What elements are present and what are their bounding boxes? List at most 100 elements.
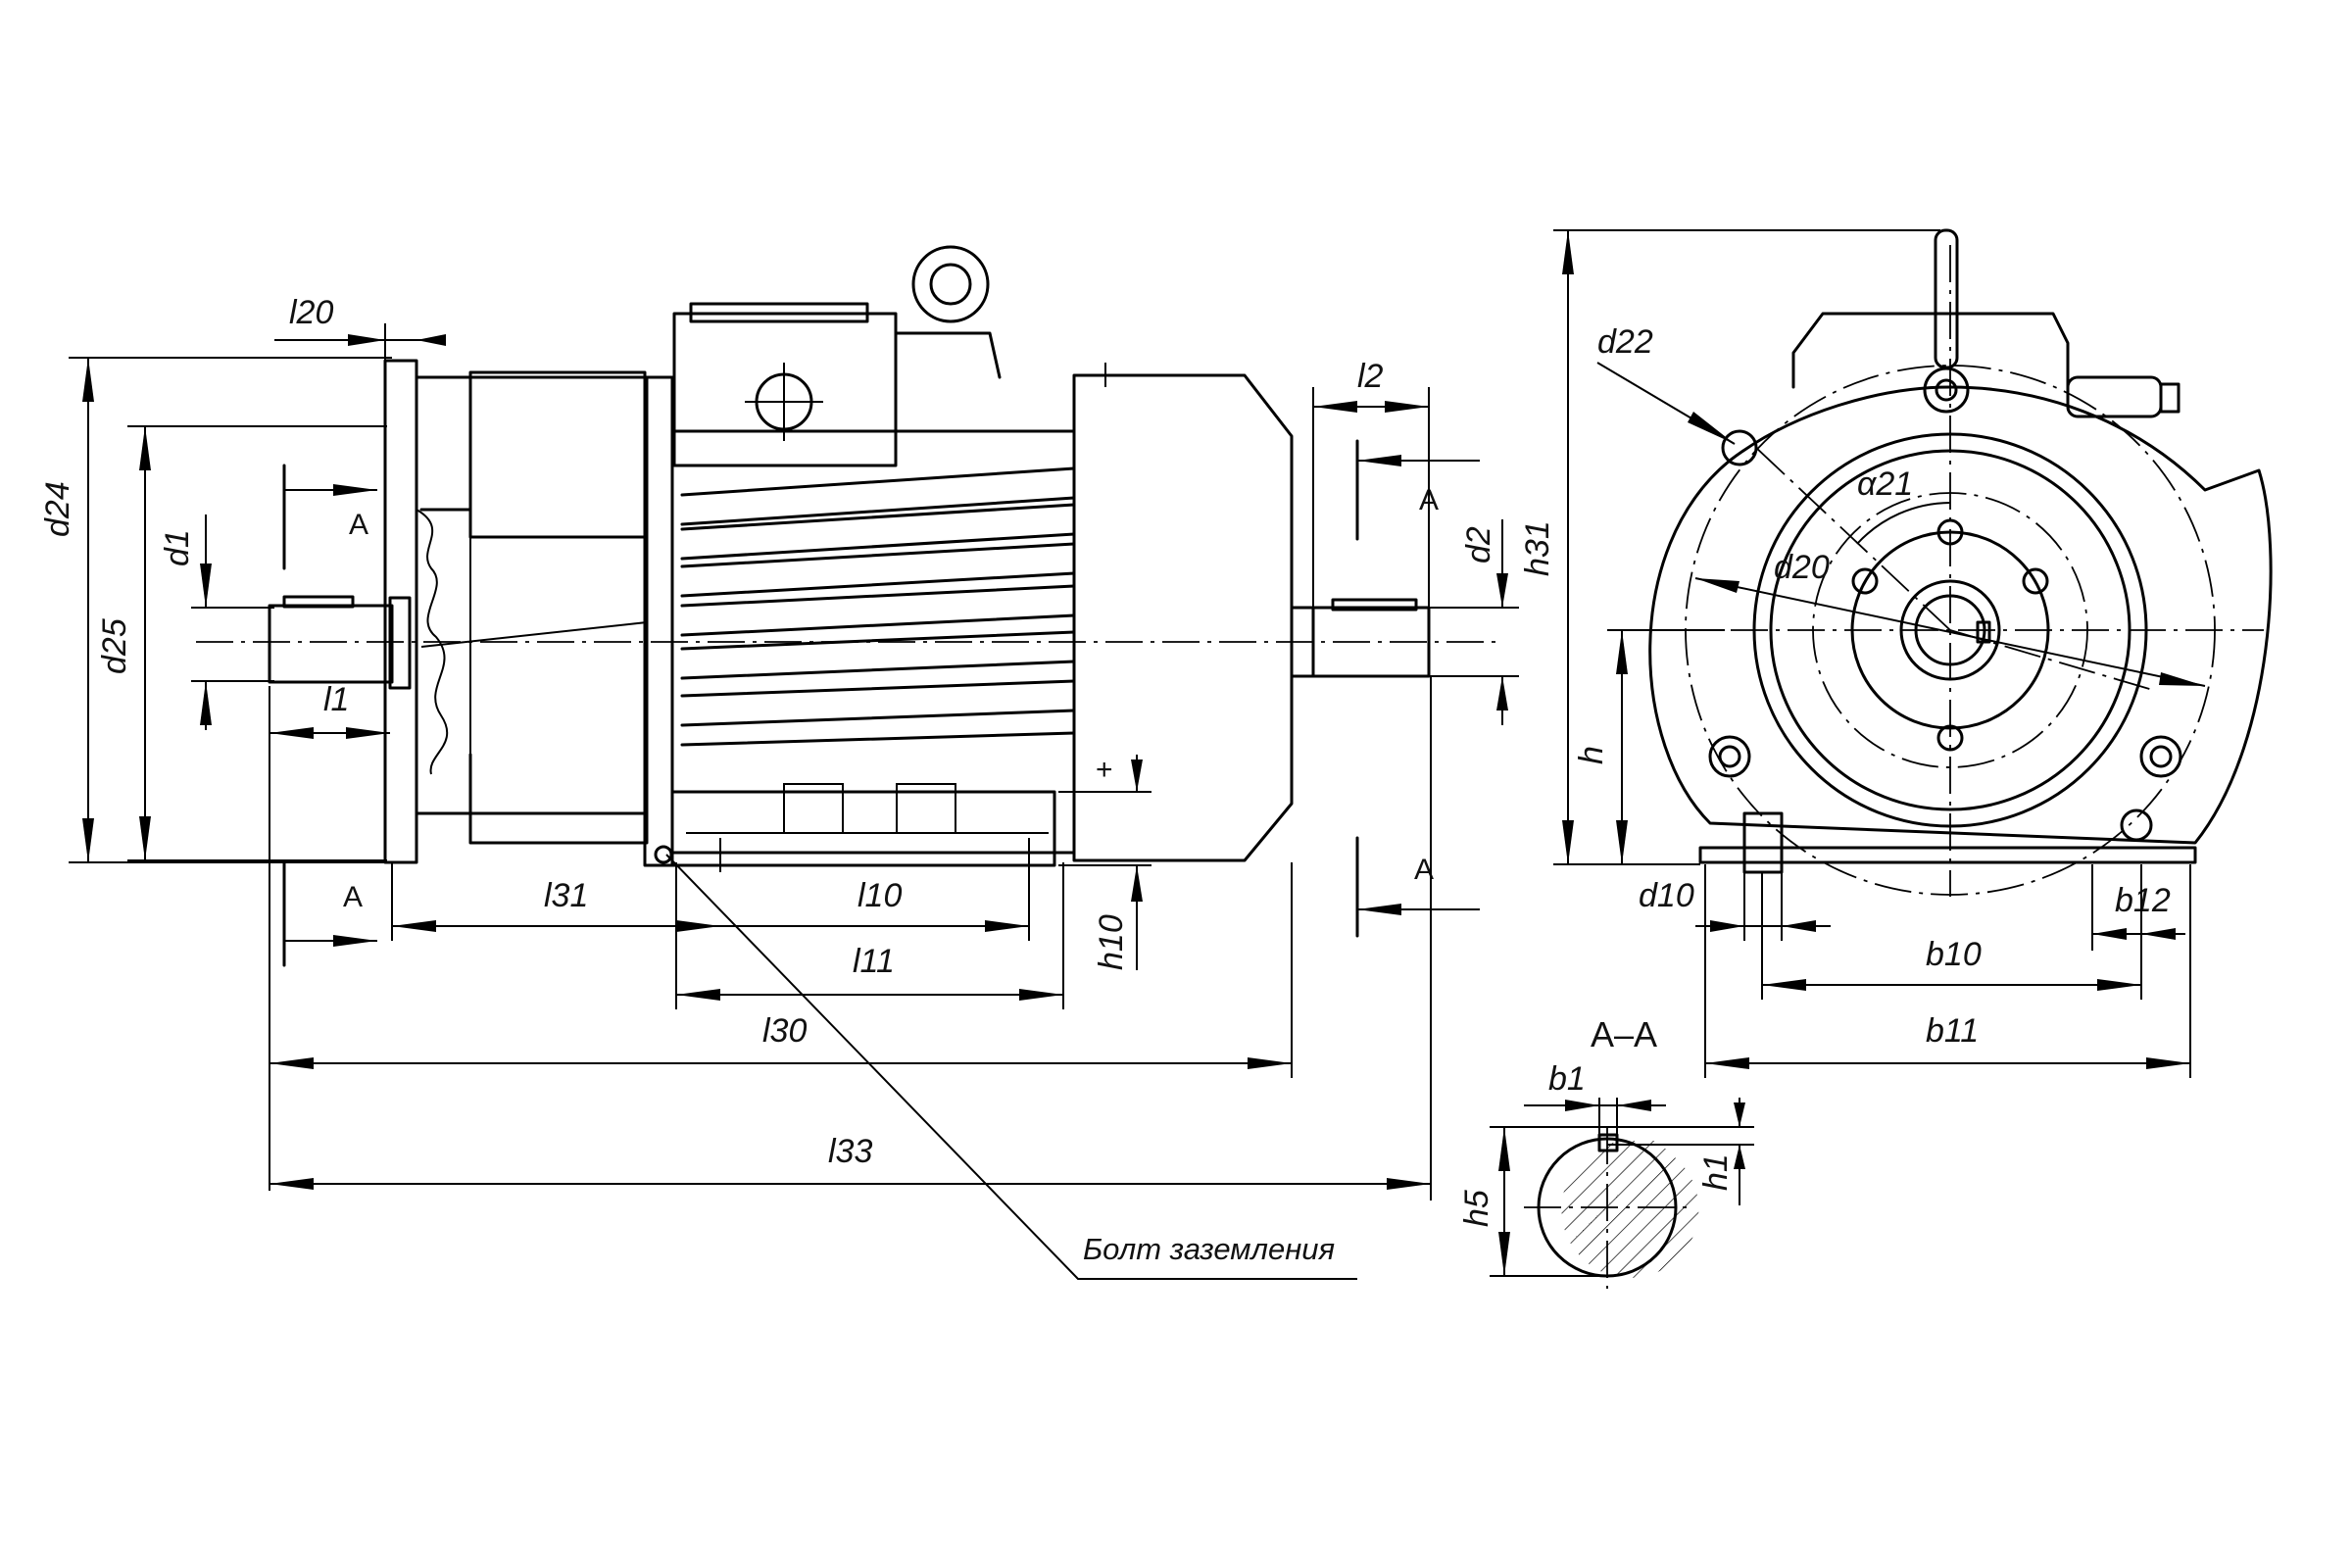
flange-nose <box>415 375 472 512</box>
dim-d1 <box>191 514 274 730</box>
ground-bolt-note: Болт заземления <box>1083 1232 1335 1266</box>
dim-l20 <box>274 323 446 361</box>
terminal-box-lid <box>689 302 869 323</box>
section-title: A–A <box>1591 1014 1657 1054</box>
dim-d24 <box>69 357 392 863</box>
hub-outer <box>1850 530 2050 730</box>
section-label: A <box>349 509 368 541</box>
lifting-eye-icon <box>911 245 990 323</box>
dim-d20 <box>1694 577 2206 687</box>
dim-label: d10 <box>1639 877 1694 914</box>
dim-label: d1 <box>159 529 196 566</box>
brake-base <box>468 811 649 845</box>
terminal-box <box>672 312 898 467</box>
pitch-circle-d20 <box>1812 492 2088 768</box>
dim-label: b10 <box>1926 936 1982 973</box>
flange-lower <box>415 753 472 815</box>
end-eye-bolt <box>1934 228 1959 369</box>
section-label: A <box>1414 854 1434 886</box>
dim-h1 <box>1490 1098 1754 1205</box>
break-line <box>416 509 449 775</box>
dim-h31 <box>1553 229 1940 865</box>
dim-label: b11 <box>1926 1012 1979 1050</box>
right-shaft-key <box>1331 598 1418 612</box>
dim-label: l2 <box>1357 358 1384 395</box>
dim-label: l33 <box>828 1133 872 1170</box>
brake-housing <box>468 375 649 815</box>
fan-cover <box>1072 373 1294 862</box>
dim-label: d25 <box>96 618 133 674</box>
dim-d25 <box>127 425 387 861</box>
bolt-icon <box>1721 429 1758 466</box>
left-flange <box>383 359 418 864</box>
bolt-icon <box>1708 735 1751 778</box>
dim-b11 <box>1704 864 2191 1078</box>
right-shaft <box>1311 606 1431 678</box>
dim-l2 <box>1312 387 1430 608</box>
bolt-icon <box>1936 518 1964 546</box>
dim-label: h5 <box>1458 1190 1495 1227</box>
keyway <box>1597 1133 1619 1152</box>
dim-l30 <box>270 862 1293 1078</box>
dim-label: l10 <box>858 877 902 914</box>
dim-label: b1 <box>1548 1060 1586 1098</box>
dim-l31 <box>391 862 720 941</box>
eye-bolt-boss <box>894 331 1002 379</box>
dim-label: b12 <box>2115 882 2171 919</box>
dim-h5 <box>1490 1127 1607 1277</box>
dim-b1 <box>1524 1098 1666 1137</box>
motor-feet <box>670 790 1056 867</box>
end-housing <box>1648 385 2273 845</box>
section-label: A <box>343 881 363 913</box>
left-shaft-collar <box>388 596 412 690</box>
dim-h10 <box>1058 755 1152 970</box>
dim-l10 <box>720 872 1030 941</box>
left-shaft <box>268 604 394 684</box>
dim-label: α21 <box>1857 466 1913 503</box>
left-shaft-key <box>282 595 355 609</box>
bolt-icon <box>2120 808 2153 842</box>
svg-text:+: + <box>1096 754 1113 786</box>
dim-label: l1 <box>323 681 349 718</box>
dim-l11 <box>675 862 1064 1009</box>
dim-l33 <box>270 676 1432 1200</box>
dim-label: d2 <box>1460 526 1497 564</box>
bolt-icon <box>1923 367 1970 414</box>
dim-label: h10 <box>1093 914 1130 970</box>
dim-d2 <box>1429 519 1519 725</box>
section-aa: A–A b1 h1 <box>1458 1014 1754 1289</box>
dim-label: d20 <box>1774 549 1830 586</box>
bolt-icon <box>2022 567 2049 595</box>
bolt-icon <box>2139 735 2182 778</box>
dim-label: d24 <box>39 481 76 537</box>
stator-ring <box>643 375 674 867</box>
dim-label: d22 <box>1597 323 1653 361</box>
cooling-fins <box>680 466 1076 747</box>
section-mark-left <box>282 464 377 967</box>
dim-label: l20 <box>289 294 333 331</box>
dim-label: h31 <box>1519 520 1556 576</box>
bolt-icon <box>1851 567 1879 595</box>
shaft-end <box>1899 579 2001 681</box>
dim-label: l30 <box>762 1012 807 1050</box>
dim-l1 <box>269 686 390 1191</box>
section-mark-right <box>1355 439 1480 938</box>
dim-alpha21 <box>1856 502 1951 545</box>
dim-label: h <box>1573 746 1610 764</box>
ground-bolt <box>654 845 673 864</box>
dim-h <box>1607 629 1725 864</box>
dim-b10 <box>1761 872 2142 1000</box>
shaft-section-hatch <box>1561 1141 1699 1278</box>
brake-box <box>468 370 647 539</box>
ground-bolt-leader <box>665 854 1357 1280</box>
end-view: h31 h d22 α21 d20 d10 <box>1519 228 2273 1078</box>
side-view: A A A A d24 d25 <box>39 245 1519 1280</box>
dim-label: l31 <box>544 877 588 914</box>
end-shield-inner <box>1769 449 2132 811</box>
end-terminal-box <box>1791 312 2070 389</box>
dim-label: l11 <box>853 943 895 980</box>
dim-label: h1 <box>1697 1153 1735 1191</box>
bolt-icon <box>1936 724 1964 752</box>
end-base <box>1698 846 2197 864</box>
